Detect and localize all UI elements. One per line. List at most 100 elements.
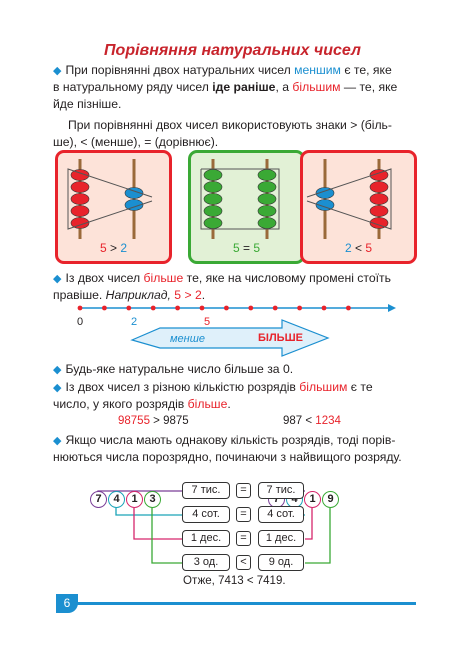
abacus-panel-1: 5 > 2	[55, 150, 172, 264]
abacus-bead	[315, 199, 335, 211]
signs-line1: При порівнянні двох чисел використовують…	[68, 118, 392, 132]
abacus-bead	[124, 199, 144, 211]
right-place-value: 9 од.	[258, 554, 304, 571]
abacus-caption: 2 < 5	[303, 241, 414, 255]
bullet-icon: ◆	[53, 364, 62, 376]
left-connector	[115, 508, 182, 516]
signs-line2: ше), < (менше), = (дорівнює).	[53, 135, 219, 149]
less-label: менше	[170, 333, 205, 345]
left-place-value: 1 дес.	[182, 530, 230, 547]
abacus-caption: 5 > 2	[58, 241, 169, 255]
left-place-value: 3 од.	[182, 554, 230, 571]
compare-sign: =	[236, 507, 251, 522]
page-title: Порівняння натуральних чисел	[104, 42, 361, 59]
right-place-value: 1 дес.	[258, 530, 304, 547]
number-line-mark	[150, 305, 156, 311]
left-connector	[133, 508, 182, 540]
number-line-zero: 0	[77, 316, 84, 328]
number-ray-rule-line1: ◆Із двох чисел більше те, яке на числово…	[53, 271, 391, 285]
abacus-bead	[70, 205, 90, 217]
right-digit: 1	[304, 491, 321, 508]
right-connector	[305, 508, 331, 564]
abacus-bead	[70, 217, 90, 229]
right-digit: 9	[322, 491, 339, 508]
abacus-sign: >	[106, 241, 121, 255]
abacus-panel-3: 2 < 5	[300, 150, 417, 264]
bullet-icon: ◆	[53, 65, 62, 77]
number-line-mark	[199, 305, 205, 311]
number-line-mark	[272, 305, 278, 311]
comparison-lines	[67, 168, 153, 230]
abacus-bead	[369, 205, 389, 217]
digitwise-rule-line2: нюються числа порозрядно, починаючи з на…	[53, 450, 402, 464]
abacus-bead	[257, 181, 277, 193]
comparison-lines	[200, 168, 280, 230]
number-line-mark	[224, 305, 229, 311]
number-line-mark	[175, 305, 180, 311]
left-place-value: 7 тис.	[182, 482, 230, 499]
bullet-icon: ◆	[53, 435, 62, 447]
left-digit: 7	[90, 491, 107, 508]
abacus-bead	[70, 169, 90, 181]
abacus-bead	[70, 193, 90, 205]
number-line	[77, 304, 396, 357]
number-line-mark	[297, 305, 302, 311]
abacus-sign: <	[351, 241, 366, 255]
abacus-bead	[203, 181, 223, 193]
abacus-bead	[257, 205, 277, 217]
number-line-mark	[248, 305, 254, 311]
example-2: 987 < 1234	[283, 415, 341, 427]
abacus-right-number: 5	[253, 241, 261, 255]
abacus-bead	[257, 193, 277, 205]
number-line-two: 2	[131, 316, 138, 328]
abacus-left-number: 5	[99, 241, 107, 255]
abacus-bead	[203, 193, 223, 205]
compare-sign: =	[236, 531, 251, 546]
bullet-icon: ◆	[53, 273, 62, 285]
abacus-right-number: 2	[120, 241, 128, 255]
right-place-value: 7 тис.	[258, 482, 304, 499]
abacus-bead	[369, 217, 389, 229]
example-1: 98755 > 9875	[118, 415, 189, 427]
number-line-mark	[77, 305, 83, 311]
abacus-bead	[369, 193, 389, 205]
abacus-bead	[369, 181, 389, 193]
abacus-bead	[70, 181, 90, 193]
left-digit: 4	[108, 491, 125, 508]
bullet-icon: ◆	[53, 382, 62, 394]
number-line-five: 5	[204, 316, 211, 328]
right-place-value: 4 сот.	[258, 506, 304, 523]
abacus-bead	[315, 187, 335, 199]
zero-rule: ◆Будь-яке натуральне число більше за 0.	[53, 362, 294, 376]
digits-rule-line2: число, у якого розрядів більше.	[53, 397, 231, 411]
abacus-bead	[369, 169, 389, 181]
abacus-sign: =	[239, 241, 254, 255]
left-digit: 3	[144, 491, 161, 508]
rule-comparison-line2: в натуральному ряду чисел іде раніше, а …	[53, 80, 398, 94]
page-number: 6	[56, 594, 78, 613]
comparison-lines	[306, 168, 392, 230]
digitwise-rule-line1: ◆Якщо числа мають однакову кількість роз…	[53, 433, 396, 447]
rule-comparison-line1: ◆При порівнянні двох натуральних чисел м…	[53, 63, 392, 77]
more-label: БІЛЬШЕ	[258, 332, 303, 344]
digits-rule-line1: ◆Із двох чисел з різною кількістю розряд…	[53, 380, 373, 394]
number-line-mark	[321, 305, 327, 311]
number-line-mark	[102, 305, 107, 311]
left-place-value: 4 сот.	[182, 506, 230, 523]
compare-sign: <	[236, 555, 251, 570]
compare-sign: =	[236, 483, 251, 498]
right-connector	[305, 508, 313, 540]
rule-comparison-line3: йде пізніше.	[53, 97, 122, 111]
conclusion: Отже, 7413 < 7419.	[183, 575, 286, 587]
number-line-mark	[126, 305, 132, 311]
abacus-left-number: 5	[232, 241, 240, 255]
abacus-left-number: 2	[344, 241, 352, 255]
abacus-right-number: 5	[365, 241, 373, 255]
abacus-bead	[124, 187, 144, 199]
number-line-mark	[346, 305, 351, 311]
number-ray-rule-line2: правіше. Наприклад, 5 > 2.	[53, 288, 206, 302]
left-connector	[151, 508, 182, 564]
left-digit: 1	[126, 491, 143, 508]
abacus-caption: 5 = 5	[191, 241, 302, 255]
